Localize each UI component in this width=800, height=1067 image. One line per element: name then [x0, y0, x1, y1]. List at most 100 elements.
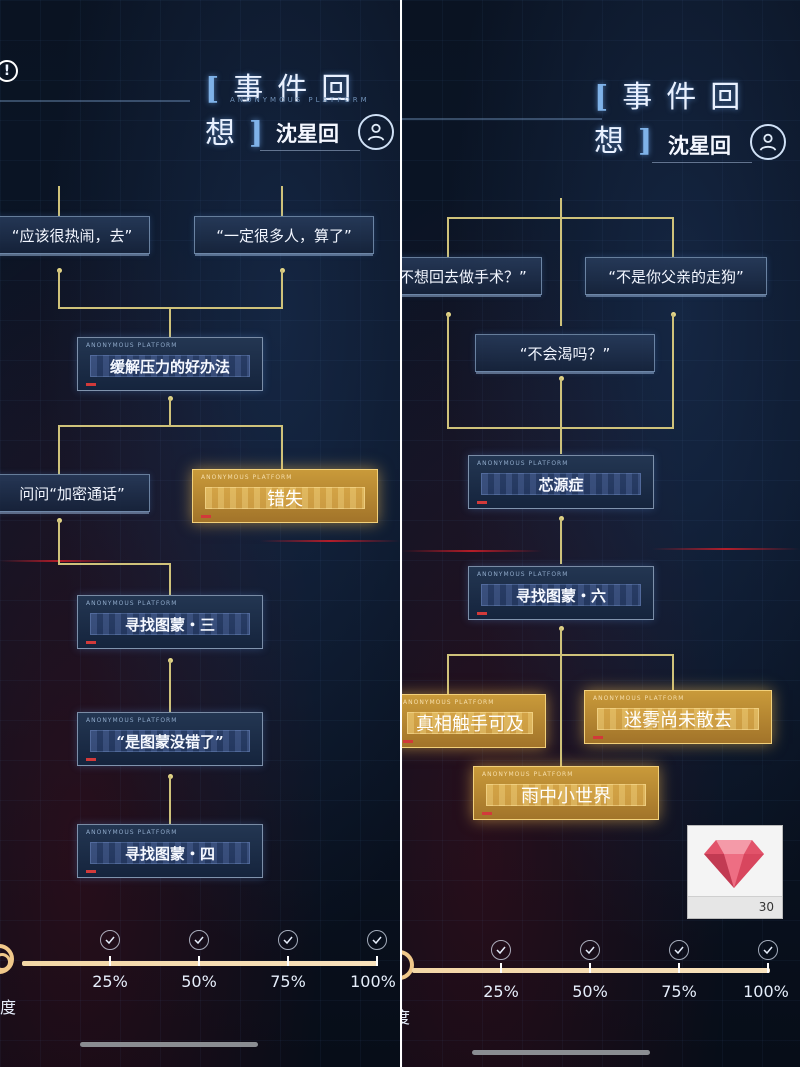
node-marker	[86, 758, 96, 761]
progress-tick	[589, 963, 591, 973]
node-header: ANONYMOUS PLATFORM	[201, 474, 293, 481]
dialogue-choice[interactable]: “一定很多人，算了”	[194, 216, 374, 256]
progress-bar	[22, 961, 378, 966]
progress-mark-label: 75%	[661, 982, 697, 1001]
header-rule	[402, 118, 602, 120]
node-label: 迷雾尚未散去	[624, 710, 732, 731]
node-bar	[481, 584, 641, 606]
character-avatar[interactable]	[750, 124, 786, 160]
node-label: 芯源症	[538, 475, 584, 494]
connector-line	[560, 378, 562, 454]
progress-label: 度	[0, 998, 17, 1017]
connector-line	[672, 217, 674, 257]
progress-mark-label: 75%	[270, 972, 306, 991]
title-subtitle: ANONYMOUS PLATFORM	[230, 96, 370, 104]
event-node-highlighted[interactable]: ANONYMOUS PLATFORM 迷雾尚未散去	[584, 690, 772, 744]
character-avatar[interactable]	[358, 114, 394, 150]
home-indicator	[472, 1050, 650, 1055]
node-bar	[481, 473, 641, 495]
checkmark-icon	[189, 930, 209, 950]
connector-line	[169, 776, 171, 824]
node-bar	[90, 355, 250, 377]
dialogue-choice[interactable]: 问问“加密通话”	[0, 474, 150, 514]
connector-line	[560, 198, 562, 326]
checkmark-icon	[367, 930, 387, 950]
connector-line	[560, 628, 562, 766]
connector-line	[447, 217, 449, 257]
node-bar	[90, 842, 250, 864]
progress-tick	[109, 956, 111, 966]
event-node[interactable]: ANONYMOUS PLATFORM “是图蒙没错了”	[77, 712, 263, 766]
node-label: 寻找图蒙・三	[124, 615, 215, 634]
event-node[interactable]: ANONYMOUS PLATFORM 缓解压力的好办法	[77, 337, 263, 391]
ruby-gem-icon	[704, 840, 764, 888]
node-bar	[486, 784, 646, 806]
connector-line	[58, 425, 60, 475]
node-header: ANONYMOUS PLATFORM	[482, 771, 574, 778]
node-label: 真相触手可及	[416, 714, 524, 735]
connector-line	[58, 186, 60, 216]
node-label: 寻找图蒙・四	[124, 844, 215, 863]
person-icon	[367, 123, 385, 141]
progress-mark-label: 100%	[743, 982, 789, 1001]
connector-line	[169, 307, 171, 337]
dialogue-choice[interactable]: “不是你父亲的走狗”	[585, 257, 767, 297]
event-node-highlighted[interactable]: ANONYMOUS PLATFORM 真相触手可及	[402, 694, 546, 748]
red-light-streak	[652, 548, 800, 550]
node-header: ANONYMOUS PLATFORM	[86, 600, 178, 607]
node-bar	[597, 708, 759, 730]
node-header: ANONYMOUS PLATFORM	[477, 571, 569, 578]
node-header: ANONYMOUS PLATFORM	[477, 460, 569, 467]
connector-line	[169, 398, 171, 426]
connector-line	[281, 186, 283, 216]
home-indicator	[80, 1042, 258, 1047]
progress-mark-label: 25%	[92, 972, 128, 991]
dialogue-choice[interactable]: “应该很热闹，去”	[0, 216, 150, 256]
node-header: ANONYMOUS PLATFORM	[86, 829, 178, 836]
connector-line	[447, 654, 449, 694]
character-name: 沈星回	[668, 133, 731, 158]
connector-line	[672, 314, 674, 428]
connector-line	[560, 518, 562, 564]
connector-line	[58, 563, 171, 565]
connector-line	[169, 563, 171, 595]
node-marker	[86, 383, 96, 386]
progress-mark-label: 100%	[350, 972, 396, 991]
checkmark-icon	[278, 930, 298, 950]
event-node-highlighted[interactable]: ANONYMOUS PLATFORM 雨中小世界	[473, 766, 659, 820]
progress-mark-label: 25%	[483, 982, 519, 1001]
checkmark-icon	[491, 940, 511, 960]
progress-label: 度	[402, 1008, 411, 1027]
connector-line	[58, 270, 60, 308]
connector-line	[58, 425, 283, 427]
event-node[interactable]: ANONYMOUS PLATFORM 寻找图蒙・三	[77, 595, 263, 649]
event-node-highlighted[interactable]: ANONYMOUS PLATFORM 错失	[192, 469, 378, 523]
node-bar	[407, 712, 533, 734]
progress-tick	[500, 963, 502, 973]
node-marker	[482, 812, 492, 815]
node-label: 错失	[267, 489, 303, 510]
character-underline	[652, 162, 752, 163]
connector-line	[447, 314, 449, 428]
reward-item[interactable]: 30	[687, 825, 783, 919]
node-header: ANONYMOUS PLATFORM	[403, 699, 495, 706]
node-bar	[205, 487, 365, 509]
connector-line	[281, 270, 283, 308]
node-bar	[90, 730, 250, 752]
node-header: ANONYMOUS PLATFORM	[593, 695, 685, 702]
connector-line	[672, 654, 674, 690]
dialogue-choice[interactable]: 不想回去做手术？”	[402, 257, 542, 297]
progress-tick	[678, 963, 680, 973]
screenshot-divider	[400, 0, 402, 1067]
alert-icon[interactable]: !	[0, 60, 18, 82]
event-node[interactable]: ANONYMOUS PLATFORM 芯源症	[468, 455, 654, 509]
event-node[interactable]: ANONYMOUS PLATFORM 寻找图蒙・四	[77, 824, 263, 878]
page-title: [事件回想]	[594, 80, 755, 159]
node-marker	[86, 641, 96, 644]
progress-tick	[376, 956, 378, 966]
dialogue-choice[interactable]: “不会渴吗？”	[475, 334, 655, 374]
event-node[interactable]: ANONYMOUS PLATFORM 寻找图蒙・六	[468, 566, 654, 620]
node-marker	[477, 501, 487, 504]
node-marker	[86, 870, 96, 873]
reward-count: 30	[758, 900, 774, 914]
